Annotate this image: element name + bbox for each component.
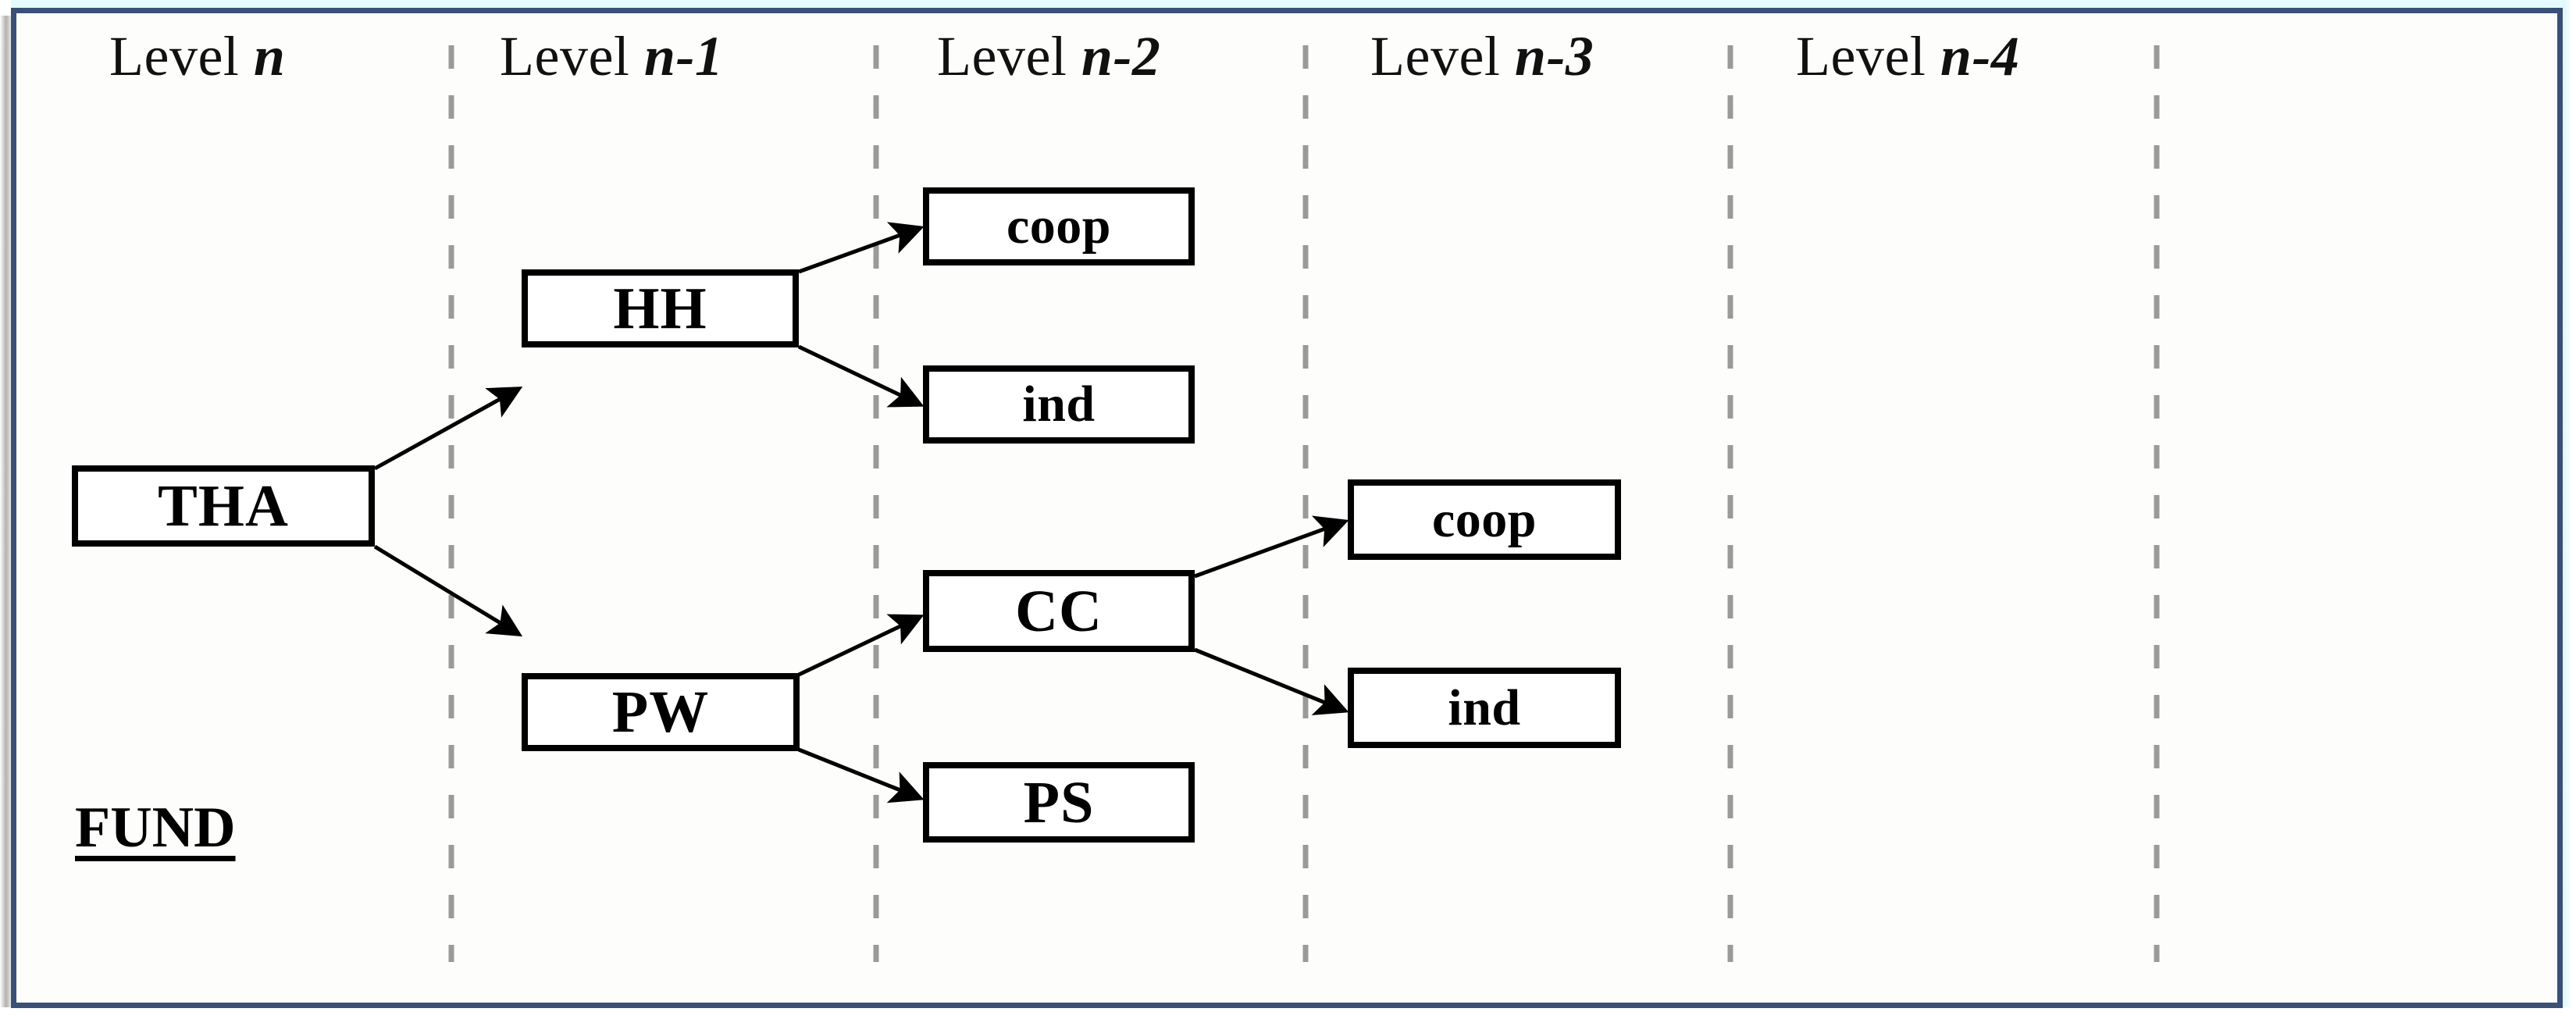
node-cc[interactable]: CC [923,570,1195,652]
diagram-frame [11,8,2563,1008]
column-header-prefix: Level [1796,25,1940,87]
edge-hh-ind [797,344,925,408]
column-header-level-n-3: Level n-3 [1370,28,1594,84]
column-header-suffix: n-3 [1514,25,1594,87]
column-header-prefix: Level [1370,25,1515,87]
column-header-suffix: n-2 [1081,25,1161,87]
node-coop-n2[interactable]: coop [923,187,1195,265]
column-header-level-n-4: Level n-4 [1796,28,2019,84]
column-header-level-n-2: Level n-2 [937,28,1160,84]
column-header-suffix: n [253,25,286,87]
annotation-fund: FUND [75,796,236,860]
node-label: ind [1022,376,1096,433]
edge-pw-ps [798,747,925,803]
frame-left-shade [0,16,11,1007]
node-ind-n3[interactable]: ind [1348,668,1621,748]
frame-right-shade [2563,0,2571,1007]
node-label: coop [1432,490,1537,548]
column-header-prefix: Level [500,25,644,87]
edge-hh-coop [798,222,925,274]
node-coop-n3[interactable]: coop [1348,479,1621,560]
column-header-suffix: n-4 [1940,25,2020,87]
level-dividers [448,45,2160,962]
column-header-level-n: Level n [109,28,285,84]
column-header-prefix: Level [109,25,254,87]
column-header-suffix: n-1 [643,25,724,87]
edge-cc-ind [1194,647,1349,715]
node-label: PW [611,679,710,745]
edge-tha-hh [373,387,523,471]
node-label: PS [1023,769,1095,836]
node-label: THA [158,473,289,539]
node-hh[interactable]: HH [522,269,799,347]
node-pw[interactable]: PW [522,673,800,751]
frame-top-shade [11,0,2563,8]
node-label: CC [1015,578,1103,644]
column-header-level-n-1: Level n-1 [500,28,723,84]
node-label: HH [613,276,707,341]
column-header-prefix: Level [937,25,1081,87]
edges-group [373,222,1349,803]
node-label: coop [1007,198,1111,255]
node-ps[interactable]: PS [923,762,1195,843]
edge-cc-coop [1194,515,1349,579]
edge-tha-pw [373,544,523,637]
node-ind-n2[interactable]: ind [923,365,1195,444]
node-label: ind [1448,679,1521,736]
node-tha[interactable]: THA [72,465,375,547]
edge-pw-cc [797,614,925,677]
